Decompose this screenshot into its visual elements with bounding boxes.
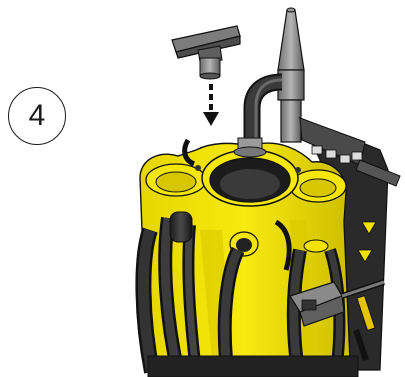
base [148,356,358,377]
down-arrow-icon [203,84,219,126]
suction-pipe [252,80,282,142]
nozzle-tool-icon [172,26,240,79]
